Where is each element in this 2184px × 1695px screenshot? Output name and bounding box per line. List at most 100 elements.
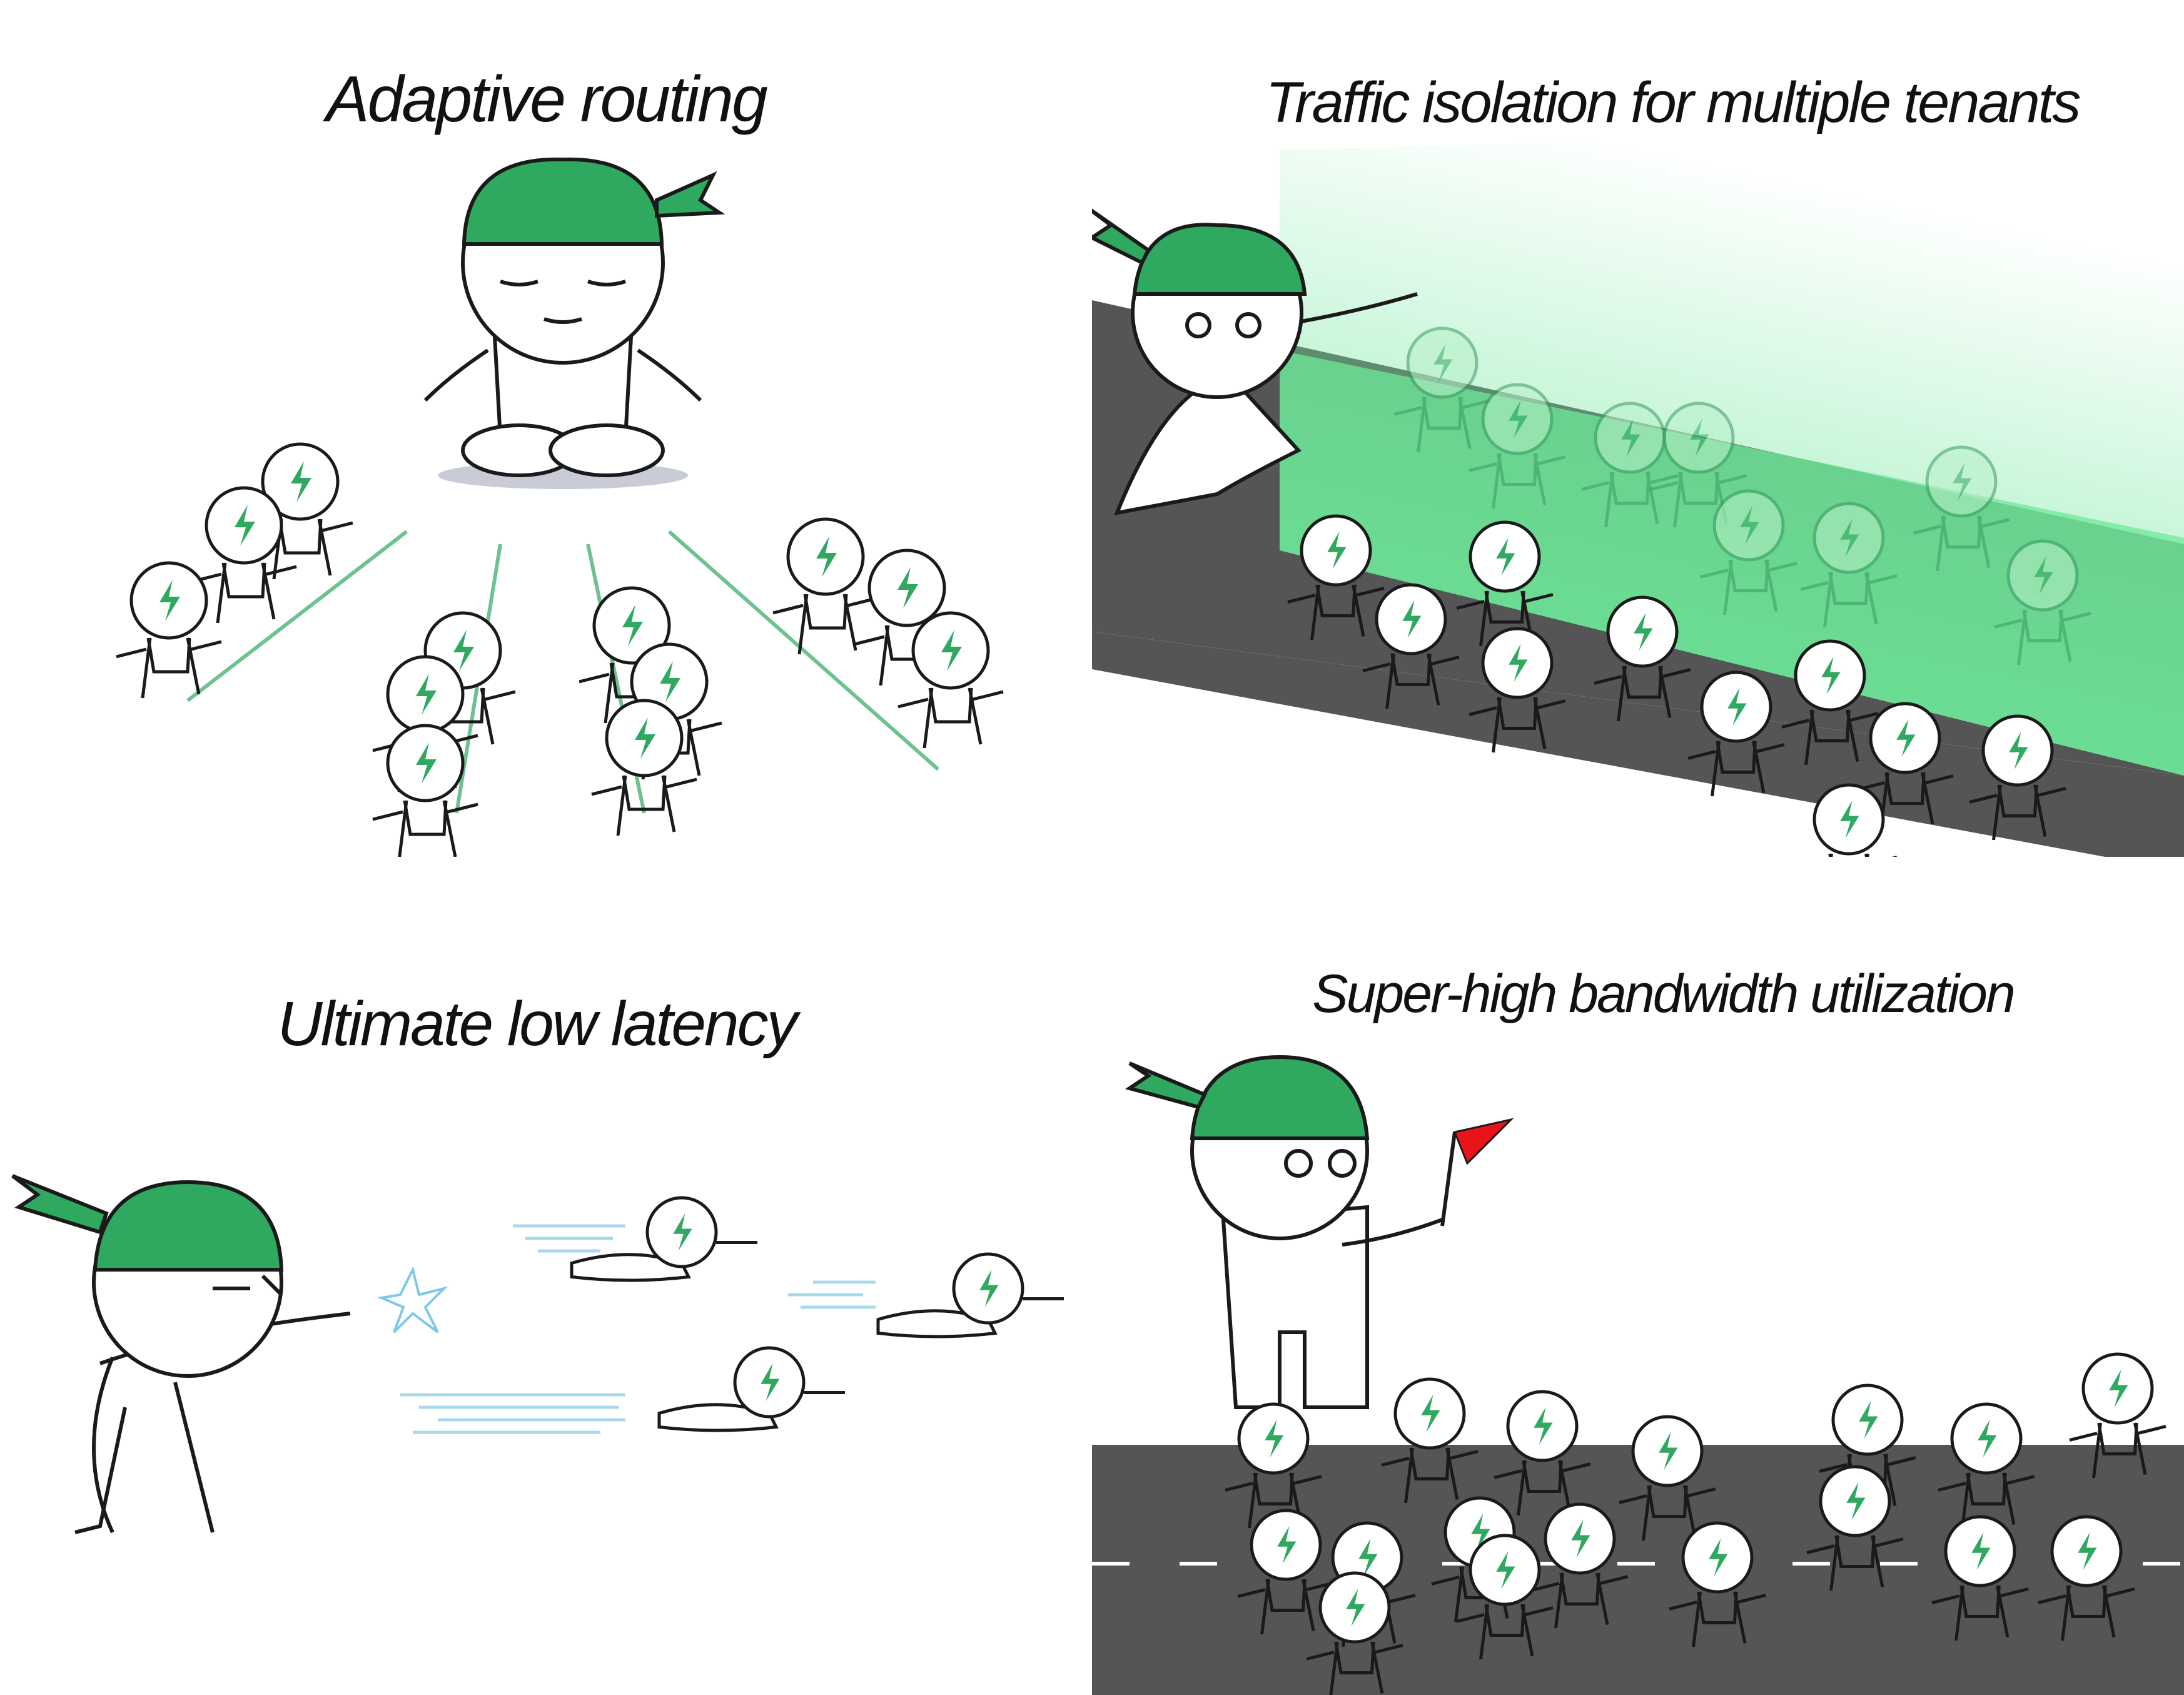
runner-character [1531, 1502, 1629, 1629]
lightning-bolt-icon [1402, 600, 1422, 639]
lightning-bolt-icon [1277, 1526, 1297, 1564]
lightning-bolt-icon [941, 630, 962, 671]
traffic-isolation-illustration [1092, 125, 2184, 857]
runner-character [1594, 595, 1691, 722]
leader-character [11, 1174, 351, 1534]
runner-character [1581, 402, 1679, 528]
speed-lines [400, 1224, 876, 1434]
lightning-bolt-icon [1621, 418, 1641, 457]
runner-character [1237, 1509, 1335, 1635]
panel-traffic-isolation: Traffic isolation for multiple tenants [1092, 0, 2184, 857]
panel-title-bandwidth-utilization: Super-high bandwidth utilization [1312, 964, 2016, 1024]
lightning-bolt-icon [1346, 1588, 1365, 1627]
lightning-bolt-icon [1840, 800, 1859, 839]
runner-group [570, 1196, 1064, 1432]
lightning-bolt-icon [1659, 1432, 1678, 1470]
lightning-bolt-icon [1709, 1538, 1728, 1577]
lightning-bolt-icon [1496, 537, 1515, 576]
spark [377, 1266, 448, 1333]
lightning-bolt-icon [979, 1269, 999, 1308]
flag-icon [1440, 1118, 1514, 1227]
lightning-bolt-icon [453, 630, 474, 671]
lightning-bolt-icon [159, 580, 180, 621]
runner-character [591, 699, 697, 836]
lightning-bolt-icon [1421, 1394, 1440, 1433]
runner-character [1287, 514, 1385, 640]
lightning-bolt-icon [1896, 719, 1916, 757]
runner-character [570, 1196, 757, 1282]
runner-group [116, 442, 1004, 857]
lightning-bolt-icon [761, 1363, 780, 1402]
runner-character [1806, 1465, 1904, 1591]
lightning-bolt-icon [1327, 531, 1347, 570]
lightning-bolt-icon [673, 1213, 692, 1252]
lightning-bolt-icon [1840, 519, 1859, 557]
lightning-bolt-icon [1509, 400, 1528, 438]
lightning-bolt-icon [635, 717, 655, 759]
lightning-bolt-icon [2109, 1369, 2128, 1408]
runner-character [1393, 326, 1491, 453]
adaptive-routing-illustration [116, 157, 1004, 857]
lightning-bolt-icon [1509, 644, 1528, 682]
lightning-bolt-icon [897, 567, 918, 609]
leader-character [1092, 208, 1418, 515]
lightning-bolt-icon [1821, 656, 1841, 695]
lightning-bolt-icon [416, 742, 437, 784]
lightning-bolt-icon [1265, 1419, 1284, 1458]
lightning-bolt-icon [1471, 1513, 1490, 1552]
runner-character [897, 611, 1004, 749]
lightning-bolt-icon [1634, 612, 1653, 651]
runner-character [1931, 1515, 2029, 1641]
lightning-bolt-icon [2078, 1532, 2097, 1571]
lightning-bolt-icon [1971, 1532, 1991, 1571]
runner-character [579, 586, 685, 724]
lightning-bolt-icon [1358, 1538, 1378, 1577]
lightning-bolt-icon [1978, 1419, 1997, 1458]
runner-character [1781, 639, 1879, 766]
panel-ultimate-low-latency: Ultimate low latency [0, 857, 1092, 1695]
runner-character [1306, 1571, 1403, 1695]
runner-character [1913, 445, 2010, 572]
lightning-bolt-icon [1433, 343, 1453, 382]
lightning-bolt-icon [1859, 1400, 1878, 1439]
runner-character [191, 486, 297, 624]
bandwidth-illustration [1092, 1055, 2184, 1695]
lightning-bolt-icon [660, 661, 680, 702]
runner-character [1469, 383, 1566, 509]
lightning-bolt-icon [816, 536, 837, 577]
panel-title-ultimate-low-latency: Ultimate low latency [277, 989, 797, 1059]
lightning-bolt-icon [1727, 687, 1747, 726]
lightning-bolt-icon [1496, 1551, 1515, 1589]
panel-title-adaptive-routing: Adaptive routing [326, 63, 768, 136]
lightning-bolt-icon [1953, 462, 1972, 501]
lightning-bolt-icon [2034, 556, 2053, 595]
runner-character [1650, 402, 1747, 528]
runner-character [116, 561, 222, 699]
runner-character [372, 724, 478, 857]
runner-character [1800, 502, 1898, 628]
runner-character [2038, 1515, 2135, 1641]
runner-character [1687, 670, 1785, 797]
lightning-bolt-icon [1846, 1482, 1866, 1520]
runner-character [1456, 520, 1554, 647]
runner-character [1812, 783, 1897, 857]
runner-character [1469, 627, 1566, 753]
runner-character [1856, 702, 1954, 828]
runner-character [1938, 1402, 2035, 1529]
lightning-bolt-icon [2009, 731, 2028, 770]
low-latency-illustration [11, 1174, 1064, 1534]
runner-character [1494, 1390, 1591, 1516]
runner-character [772, 517, 879, 655]
lightning-bolt-icon [416, 674, 437, 715]
panel-bandwidth-utilization: Super-high bandwidth utilization [1092, 857, 2184, 1695]
runner-character [1669, 1521, 1766, 1647]
runner-character [657, 1346, 845, 1432]
lightning-bolt-icon [1571, 1519, 1590, 1558]
runner-character [1362, 583, 1460, 709]
runner-character [1456, 1534, 1554, 1660]
runner-character [876, 1252, 1064, 1338]
lightning-bolt-icon [1534, 1407, 1553, 1445]
leader-character [1125, 1055, 1443, 1409]
lightning-bolt-icon [1740, 506, 1759, 545]
runner-character [1381, 1377, 1479, 1504]
